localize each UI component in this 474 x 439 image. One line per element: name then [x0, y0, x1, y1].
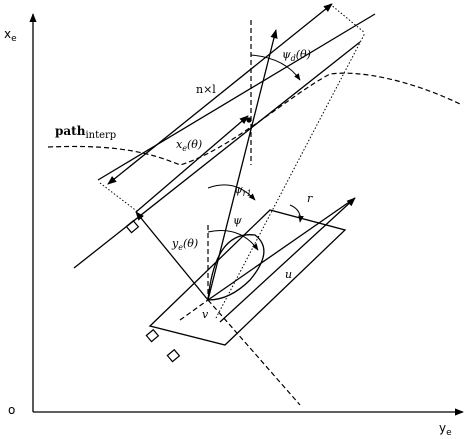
ye-label: ye(θ) — [171, 237, 198, 252]
dotted-edge-right — [329, 3, 366, 34]
vehicle-heading-line — [207, 299, 301, 406]
psi-label: ψ — [233, 214, 242, 227]
interpolated-path-curve — [47, 72, 461, 166]
velocity-v-to-u — [207, 197, 356, 301]
psi-r1-label: ψr1 — [234, 183, 252, 198]
x-axis-label: xe — [4, 27, 17, 44]
vehicle-body — [148, 209, 347, 346]
vehicle-nose-curve — [207, 234, 265, 301]
xe-label: xe(θ) — [176, 138, 202, 153]
origin-label: o — [8, 403, 15, 417]
wheel-rear-left — [145, 328, 160, 343]
dotted-edge-bottom — [215, 32, 366, 319]
psi-r1-arc — [207, 184, 256, 201]
psi-d-arc — [250, 54, 301, 81]
xe-arrow — [135, 115, 249, 213]
wheel-rear-right — [166, 348, 181, 363]
r-label: r — [307, 192, 313, 205]
cross-dashed-line — [179, 299, 209, 321]
psi-arc — [207, 230, 259, 251]
ye-arrow — [135, 211, 209, 301]
nxl-label: n×l — [196, 83, 216, 96]
velocity-u-line — [219, 197, 356, 323]
projection-point — [246, 117, 252, 123]
dotted-edge-left — [99, 182, 139, 213]
path-label: pathinterp — [55, 124, 116, 141]
reference-line-lower — [73, 41, 361, 269]
v-label: v — [202, 308, 209, 321]
wheel-front-left — [125, 219, 140, 234]
psi-d-label: ψd(θ) — [282, 48, 311, 63]
reference-line-upper — [97, 13, 376, 181]
u-label: u — [285, 268, 292, 281]
r-rotation-arc — [289, 204, 304, 223]
y-axis-label: ye — [439, 421, 452, 438]
